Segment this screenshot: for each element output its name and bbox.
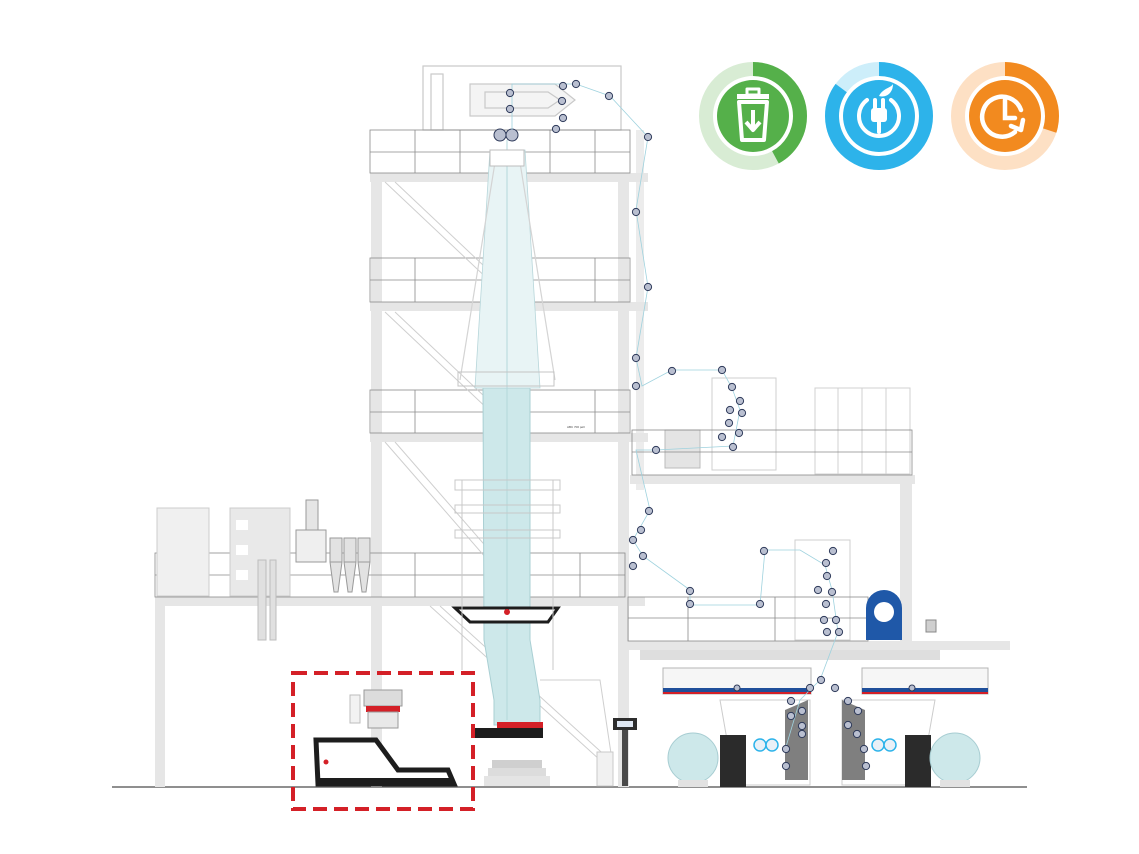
film-reels bbox=[667, 732, 981, 787]
film-bubble bbox=[457, 140, 556, 726]
dosing-station bbox=[155, 499, 371, 787]
cooling-ring bbox=[451, 606, 561, 786]
tower-top-housing bbox=[422, 65, 622, 131]
eco-plug-icon bbox=[857, 84, 901, 138]
waste-reduction-badge bbox=[697, 60, 809, 172]
platform-railings bbox=[154, 129, 631, 598]
top-nip-rollers bbox=[493, 128, 519, 142]
energy-saving-badge bbox=[823, 60, 935, 172]
clock-icon bbox=[979, 94, 1026, 139]
extruder bbox=[313, 689, 458, 787]
right-film-reel bbox=[929, 732, 981, 784]
brand-logo-icon bbox=[504, 609, 510, 615]
corona-treater bbox=[866, 590, 937, 640]
tower-plate-text: ABC 700 péll bbox=[567, 425, 585, 429]
left-film-reel bbox=[667, 732, 719, 784]
extruder-highlight-frame bbox=[291, 671, 475, 811]
recycle-bin-icon bbox=[737, 87, 769, 142]
guide-rollers bbox=[505, 79, 916, 771]
tower-structure bbox=[155, 130, 648, 787]
winder-structure bbox=[618, 377, 1010, 660]
time-saving-badge bbox=[949, 60, 1061, 172]
tower-plate bbox=[565, 422, 591, 430]
bubble-cage bbox=[454, 479, 561, 670]
control-terminal bbox=[596, 718, 637, 787]
